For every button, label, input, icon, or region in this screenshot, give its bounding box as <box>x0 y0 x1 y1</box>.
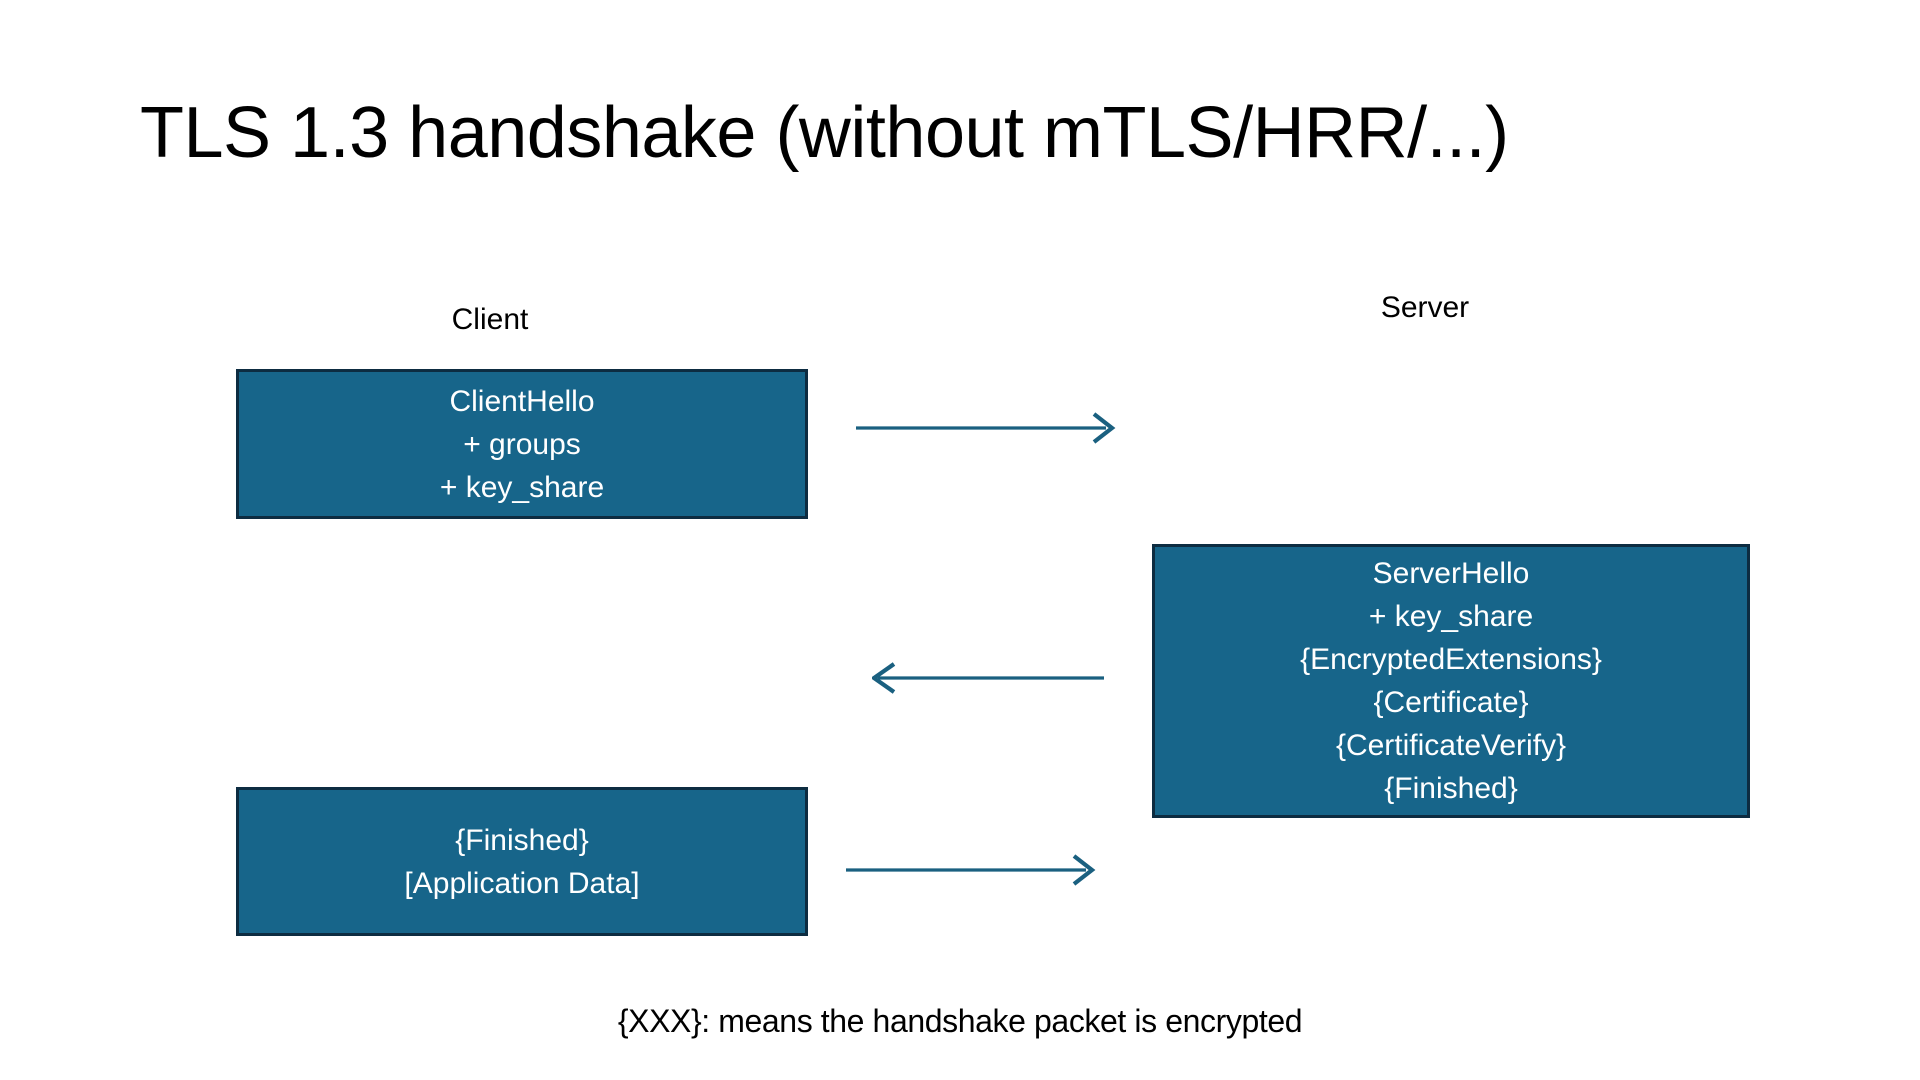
message-line: ServerHello <box>1372 557 1530 590</box>
message-box-client-hello: ClientHello + groups + key_share <box>236 369 808 519</box>
message-line: {Certificate} <box>1373 686 1529 719</box>
arrow-right-icon <box>846 850 1096 890</box>
legend-note: {XXX}: means the handshake packet is enc… <box>617 1003 1303 1039</box>
arrow-left-icon <box>872 658 1104 698</box>
message-line: {Finished} <box>1384 772 1518 805</box>
message-box-client-finished: {Finished} [Application Data] <box>236 787 808 936</box>
message-line: {CertificateVerify} <box>1335 729 1567 762</box>
message-line: {Finished} <box>455 823 589 857</box>
column-label-server: Server <box>1380 291 1470 324</box>
message-line: ClientHello <box>449 384 595 418</box>
arrow-right-icon <box>856 408 1116 448</box>
message-line: [Application Data] <box>404 866 640 900</box>
page-title: TLS 1.3 handshake (without mTLS/HRR/...) <box>140 93 1509 173</box>
message-line: + groups <box>463 427 581 461</box>
message-box-server-hello: ServerHello + key_share {EncryptedExtens… <box>1152 544 1750 818</box>
message-line: {EncryptedExtensions} <box>1300 643 1602 676</box>
message-line: + key_share <box>439 470 605 504</box>
column-label-client: Client <box>451 303 529 336</box>
message-line: + key_share <box>1368 600 1534 633</box>
